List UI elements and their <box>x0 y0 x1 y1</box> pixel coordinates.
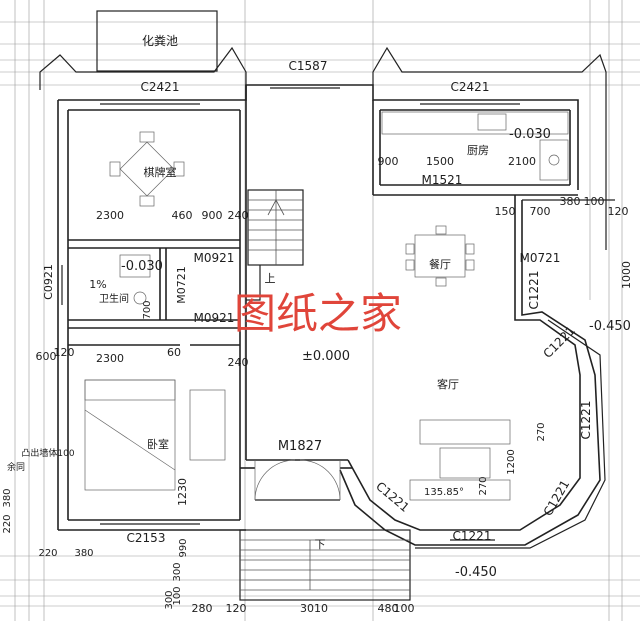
dim-990: 990 <box>178 538 189 557</box>
dim-150: 150 <box>495 205 516 218</box>
septic-tank-label: 化粪池 <box>142 34 178 48</box>
window-c2153: C2153 <box>127 531 166 545</box>
bed <box>84 379 226 491</box>
dim-380-c: 380 <box>74 548 93 559</box>
dim-220-b: 220 <box>38 548 57 559</box>
dim-120-r: 120 <box>608 205 629 218</box>
angle-label: 135.85° <box>424 487 464 498</box>
window-c1221-c: C1221 <box>579 401 593 440</box>
dim-1200: 1200 <box>506 449 517 474</box>
stair-down-label: 下 <box>315 538 326 551</box>
dim-3010: 3010 <box>300 602 328 615</box>
level-kitchen: -0.030 <box>509 127 551 142</box>
room-dining-label: 餐厅 <box>429 257 451 271</box>
door-m1827: M1827 <box>278 439 322 454</box>
window-c1221-e: C1221 <box>373 479 412 515</box>
door-m0721-b: M0721 <box>175 266 188 304</box>
dim-480: 480 <box>378 602 399 615</box>
room-bedroom-label: 卧室 <box>147 437 169 451</box>
watermark: 图纸之家 <box>234 289 402 338</box>
dim-240-b: 240 <box>228 356 249 369</box>
window-c0921: C0921 <box>42 264 55 300</box>
level-right: -0.450 <box>589 319 631 334</box>
dim-60: 60 <box>167 346 181 359</box>
sofa-set <box>409 419 511 501</box>
dim-900-a: 900 <box>202 209 223 222</box>
dim-120-b: 120 <box>226 602 247 615</box>
wall-note-2: 余同 <box>7 461 25 473</box>
kitchen-fixtures <box>381 111 569 181</box>
dim-220-a: 220 <box>2 514 13 533</box>
dining-table <box>405 225 475 287</box>
dim-300-b: 300 <box>164 590 175 609</box>
dim-1000: 1000 <box>620 261 633 289</box>
room-kitchen-label: 厨房 <box>467 144 489 157</box>
dim-2100: 2100 <box>508 155 536 168</box>
dim-100-r: 100 <box>584 195 605 208</box>
bathroom-fixtures <box>119 254 151 305</box>
level-main: ±0.000 <box>302 349 350 364</box>
dim-240-a: 240 <box>228 209 249 222</box>
dim-1230: 1230 <box>176 478 189 506</box>
dim-600: 600 <box>36 350 57 363</box>
door-m1521: M1521 <box>422 173 463 187</box>
window-c1221-a: C1221 <box>527 271 541 310</box>
chess-table <box>109 131 185 207</box>
dim-300: 300 <box>172 562 183 581</box>
dim-2300-mid: 2300 <box>96 352 124 365</box>
room-bathroom-label: 卫生间 <box>99 292 129 305</box>
dim-120-l: 120 <box>54 346 75 359</box>
level-slope: 1% <box>89 278 106 291</box>
dim-100-bb: 100 <box>394 602 415 615</box>
dim-380-b: 380 <box>2 488 13 507</box>
dim-2300-top: 2300 <box>96 209 124 222</box>
dim-270-a: 270 <box>536 422 547 441</box>
door-m0721-a: M0721 <box>520 251 561 265</box>
window-c1587: C1587 <box>289 59 328 73</box>
dim-380: 380 <box>560 195 581 208</box>
level-bathroom: -0.030 <box>121 259 163 274</box>
dim-280: 280 <box>192 602 213 615</box>
window-c2421-right: C2421 <box>451 80 490 94</box>
window-c1221-d: C1221 <box>541 478 573 519</box>
interior-walls <box>68 239 240 346</box>
level-bottom: -0.450 <box>455 565 497 580</box>
eave-left <box>39 46 247 90</box>
dim-460: 460 <box>172 209 193 222</box>
dim-100-b: 100 <box>172 586 183 605</box>
door-m0921-b: M0921 <box>194 311 235 325</box>
dim-900-kitchen: 900 <box>378 155 399 168</box>
room-living-label: 客厅 <box>437 377 459 391</box>
bay-window-walls <box>339 195 606 549</box>
room-chess-label: 棋牌室 <box>144 165 177 179</box>
dim-700-v: 700 <box>142 300 153 319</box>
window-c1221-f: C1221 <box>453 529 492 543</box>
dim-270-b: 270 <box>478 476 489 495</box>
wall-note: 凸出墙体100 <box>21 447 74 459</box>
window-c2421-left: C2421 <box>141 80 180 94</box>
stair-up-label: 上 <box>265 272 276 285</box>
window-marks <box>61 87 520 541</box>
septic-tank-outline <box>96 10 218 72</box>
exterior-walls <box>57 84 579 531</box>
staircase <box>246 189 304 301</box>
door-m0921-a: M0921 <box>194 251 235 265</box>
eave-right <box>372 46 607 250</box>
dim-700-r: 700 <box>530 205 551 218</box>
dim-1500: 1500 <box>426 155 454 168</box>
entrance <box>239 459 411 601</box>
